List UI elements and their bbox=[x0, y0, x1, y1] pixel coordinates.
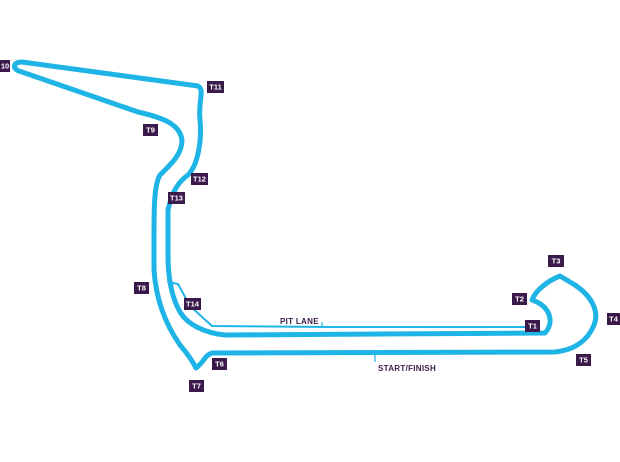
turn-badge-box bbox=[607, 313, 620, 325]
pit-lane-path bbox=[167, 281, 526, 328]
turn-label: T11 bbox=[209, 83, 222, 92]
turn-badge-t4: T4 bbox=[607, 313, 620, 325]
turn-label: T1 bbox=[528, 322, 537, 331]
turn-badge-t7: T7 bbox=[189, 380, 204, 392]
race-track bbox=[12, 59, 599, 371]
turn-badge-t8: T8 bbox=[134, 282, 149, 294]
turn-badge-box bbox=[212, 358, 227, 370]
turn-badge-t12: T12 bbox=[191, 173, 208, 185]
turn-label: T5 bbox=[579, 356, 588, 365]
turn-badge-t13: T13 bbox=[168, 192, 185, 204]
turn-badge-t6: T6 bbox=[212, 358, 227, 370]
turn-badge-box bbox=[525, 320, 540, 332]
turn-badge-t9: T9 bbox=[143, 124, 158, 136]
turn-badge-box bbox=[512, 293, 527, 305]
turn-badge-box bbox=[548, 255, 564, 267]
turn-badge-t10: 10 bbox=[0, 60, 10, 72]
turn-badge-t1: T1 bbox=[525, 320, 540, 332]
turn-badge-box bbox=[168, 192, 185, 204]
turn-badge-box bbox=[0, 60, 10, 72]
turn-label: T2 bbox=[515, 295, 524, 304]
turn-badge-box bbox=[191, 173, 208, 185]
turn-badge-box bbox=[184, 298, 201, 310]
turn-label: 10 bbox=[1, 62, 9, 71]
turn-label: T4 bbox=[609, 315, 619, 324]
turn-label: T9 bbox=[146, 126, 155, 135]
turn-badge-t3: T3 bbox=[548, 255, 564, 267]
turn-label: T3 bbox=[552, 257, 561, 266]
turn-label: T13 bbox=[170, 194, 183, 203]
pit-lane-label: PIT LANE bbox=[280, 317, 319, 326]
turn-badge-t14: T14 bbox=[184, 298, 201, 310]
start-finish-label: START/FINISH bbox=[378, 364, 436, 373]
turn-badge-t11: T11 bbox=[207, 81, 224, 93]
turn-label: T8 bbox=[137, 284, 146, 293]
turn-badge-box bbox=[576, 354, 591, 366]
turn-badge-t2: T2 bbox=[512, 293, 527, 305]
turn-label: T14 bbox=[186, 300, 200, 309]
turn-label: T12 bbox=[193, 175, 206, 184]
turn-badge-box bbox=[134, 282, 149, 294]
turn-badge-box bbox=[143, 124, 158, 136]
turn-label: T6 bbox=[215, 360, 224, 369]
turn-label: T7 bbox=[192, 382, 201, 391]
turn-badge-box bbox=[207, 81, 224, 93]
turn-badge-box bbox=[189, 380, 204, 392]
turn-badge-t5: T5 bbox=[576, 354, 591, 366]
